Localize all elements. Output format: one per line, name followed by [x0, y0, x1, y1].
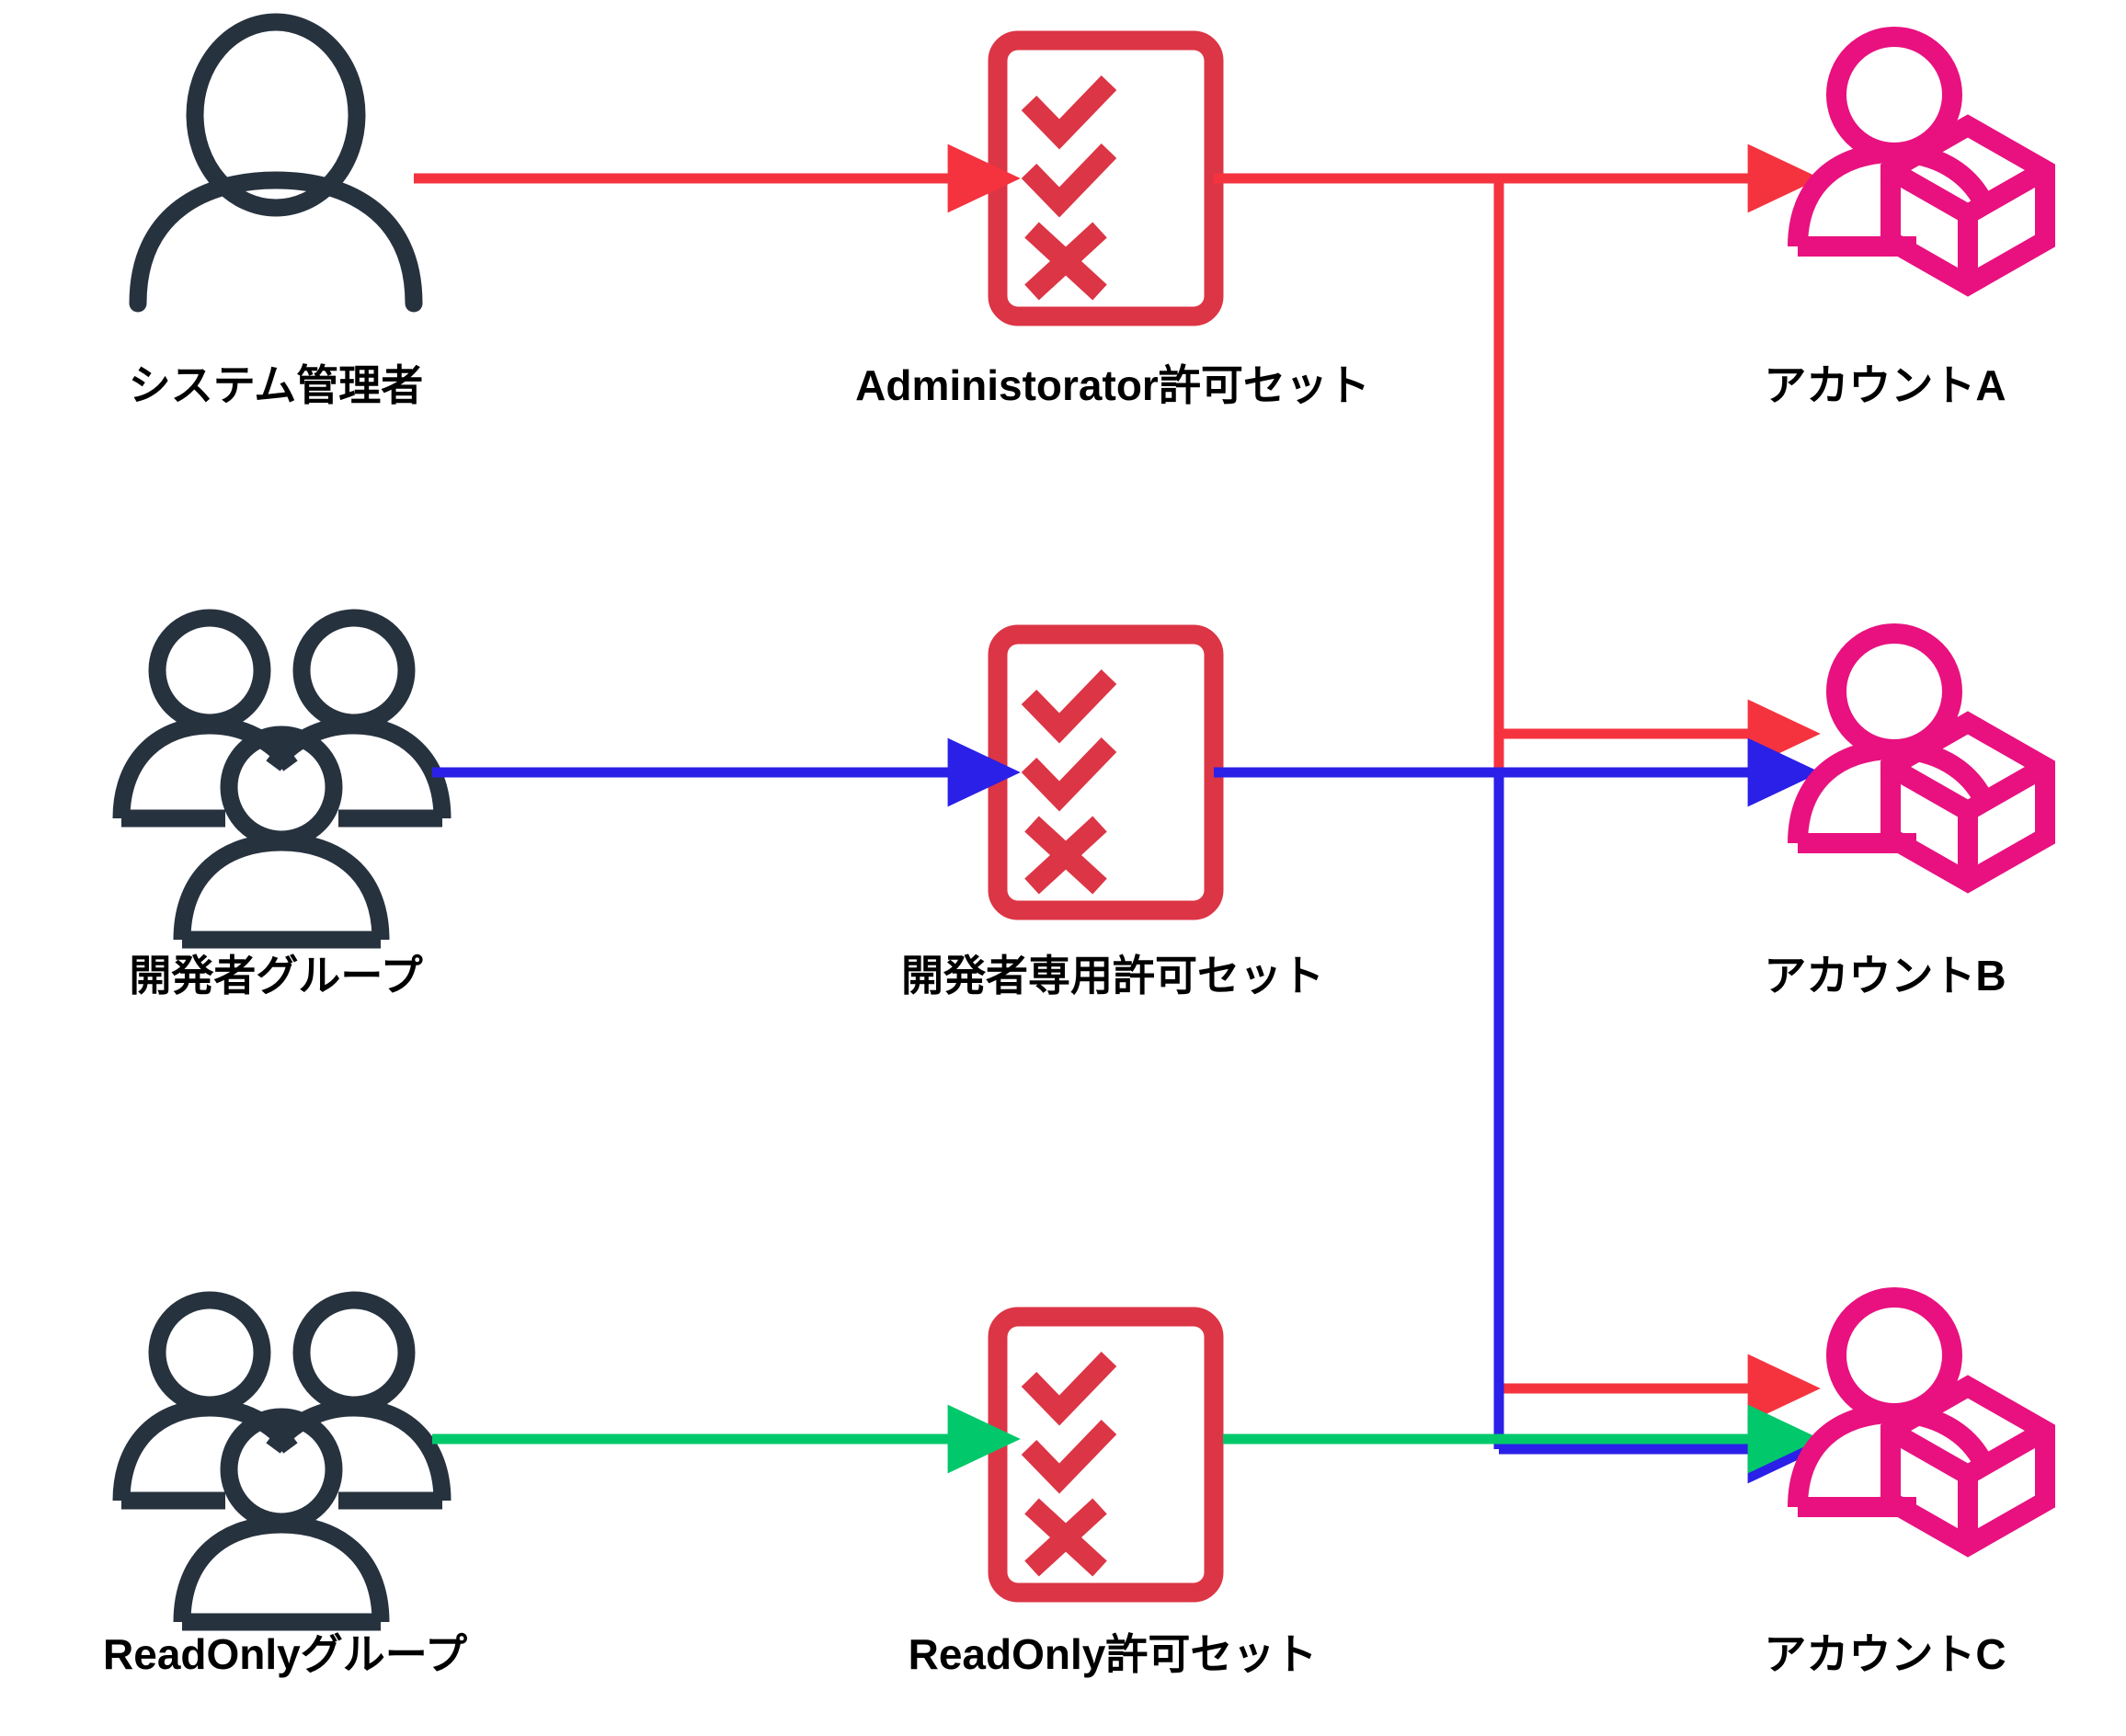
- label-readonly-group: ReadOnlyグループ: [103, 1630, 467, 1678]
- checklist-card-icon-developer: [988, 624, 1224, 920]
- label-developer-group: 開発者グループ: [129, 952, 423, 999]
- label-account-a: アカウントA: [1764, 361, 2006, 409]
- checklist-card-icon-readonly: [988, 1307, 1224, 1603]
- label-account-c: アカウントC: [1764, 1630, 2006, 1678]
- label-system-admin: システム管理者: [128, 361, 424, 409]
- label-readonly-permission-set: ReadOnly許可セット: [908, 1630, 1318, 1678]
- checklist-card-icon-administorator: [988, 30, 1224, 326]
- label-developer-permission-set: 開発者専用許可セット: [901, 952, 1324, 999]
- account-person-cube-icon-b: [1788, 623, 2055, 894]
- label-account-b: アカウントB: [1764, 952, 2006, 999]
- account-person-cube-icon-a: [1788, 27, 2055, 297]
- account-person-cube-icon-c: [1788, 1287, 2055, 1558]
- label-administorator-permission-set: Administorator許可セット: [855, 361, 1370, 409]
- user-group-icon-developers: [112, 609, 451, 949]
- single-person-icon: [129, 13, 423, 313]
- flow-developer-distribution: [1214, 737, 1821, 1484]
- user-group-icon-readonly: [112, 1291, 451, 1631]
